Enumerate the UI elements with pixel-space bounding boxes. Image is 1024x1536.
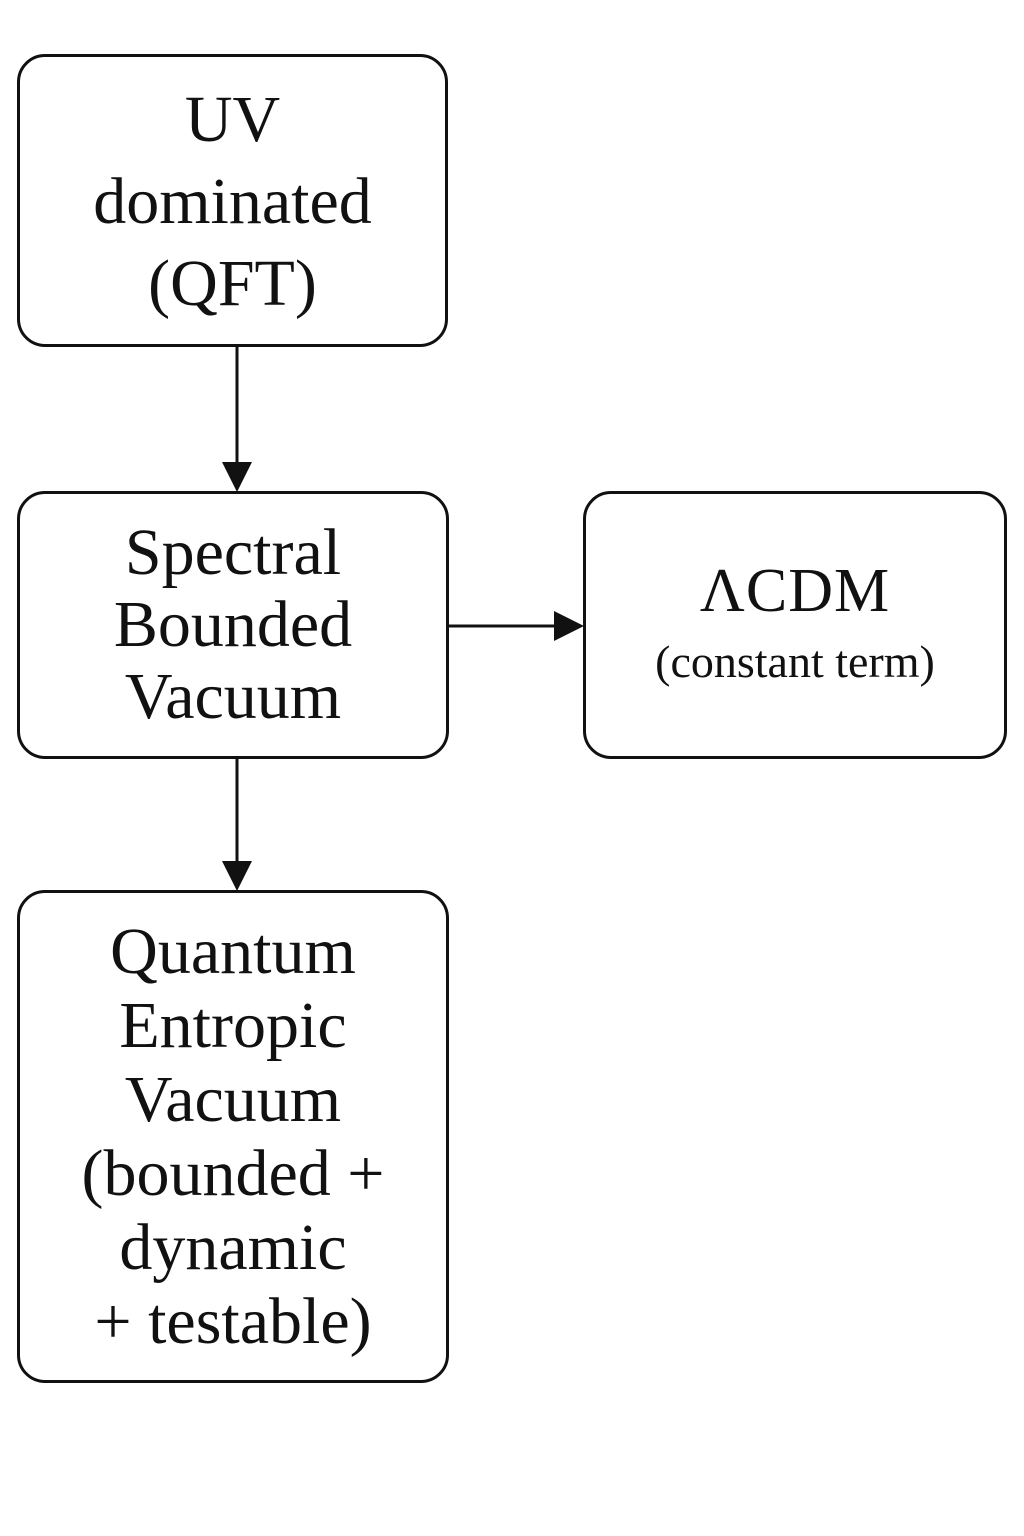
node-qev-line-3: Vacuum [124, 1062, 342, 1136]
node-lcdm-line-2: (constant term) [655, 636, 935, 687]
node-spectral-line-2: Bounded [113, 588, 353, 661]
node-uv-dominated-line-2: dominated [93, 164, 372, 238]
node-qev-line-4: (bounded + [81, 1136, 385, 1210]
node-uv-dominated: UV dominated (QFT) [17, 54, 448, 347]
node-lcdm: ΛCDM (constant term) [583, 491, 1007, 759]
node-spectral-line-1: Spectral [124, 516, 342, 589]
node-qev-line-5: dynamic [119, 1210, 347, 1284]
node-qev-line-2: Entropic [119, 988, 347, 1062]
node-uv-dominated-line-3: (QFT) [148, 246, 317, 320]
node-spectral-line-3: Vacuum [124, 660, 342, 733]
node-qev-line-6: + testable) [94, 1284, 372, 1358]
node-uv-dominated-line-1: UV [184, 82, 281, 156]
node-lcdm-line-1: ΛCDM [699, 557, 891, 625]
node-quantum-entropic-vacuum: Quantum Entropic Vacuum (bounded + dynam… [17, 890, 449, 1383]
node-qev-line-1: Quantum [110, 914, 356, 988]
node-spectral-bounded-vacuum: Spectral Bounded Vacuum [17, 491, 449, 759]
